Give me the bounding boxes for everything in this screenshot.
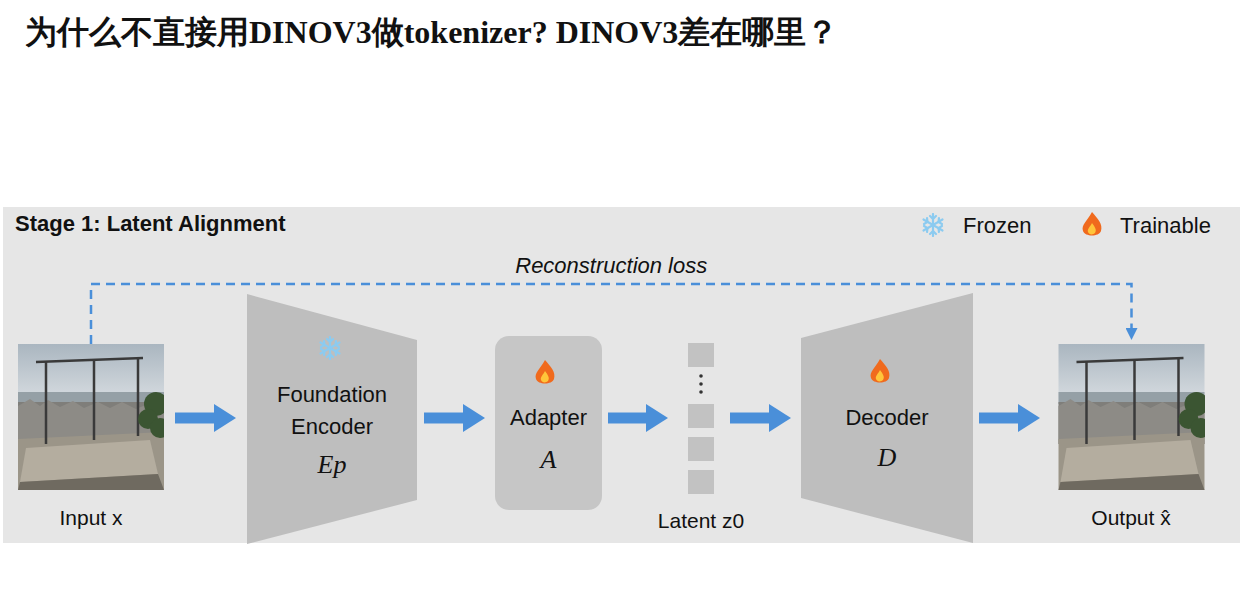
- block-name: Foundation Encoder: [267, 379, 397, 443]
- edge-label: Reconstruction loss: [411, 253, 811, 279]
- image-caption: Output x̂: [1031, 505, 1231, 531]
- block-symbol: D: [801, 444, 973, 472]
- input-photo: [18, 344, 170, 490]
- stage-panel: [3, 207, 1240, 543]
- image-caption: Input x: [0, 505, 191, 531]
- trapezoid-shape: [801, 293, 973, 543]
- encoder-trapezoid: Foundation EncoderEp: [247, 294, 417, 544]
- latent-column: Latent z0: [688, 343, 714, 494]
- output-photo: [1059, 344, 1211, 490]
- flow-arrow: [730, 413, 769, 424]
- loss-connector: [91, 284, 1132, 344]
- stage-label: Stage 1: Latent Alignment: [15, 210, 286, 238]
- block-symbol: A: [495, 446, 602, 474]
- trainable-icon: [871, 359, 890, 383]
- flow-arrow: [175, 413, 214, 424]
- latent-caption: Latent z0: [638, 508, 764, 534]
- legend-text: Trainable: [1120, 213, 1211, 239]
- block-name: Adapter: [495, 402, 602, 434]
- trainable-icon: [536, 360, 555, 384]
- block-symbol: Ep: [247, 451, 417, 479]
- frozen-icon: [924, 214, 943, 236]
- flow-arrow: [608, 413, 646, 424]
- flow-arrow: [424, 413, 463, 424]
- trainable-icon: [1083, 212, 1102, 236]
- legend-text: Frozen: [963, 213, 1031, 239]
- page-title: 为什么不直接用DINOV3做tokenizer? DINOV3差在哪里？: [25, 12, 838, 52]
- ellipsis-dots: [699, 374, 703, 394]
- output-image: Output x̂: [1058, 344, 1205, 490]
- latent-token: [688, 404, 714, 428]
- trapezoid-shape: [247, 294, 417, 544]
- decoder-trapezoid: DecoderD: [801, 293, 973, 543]
- block-name: Decoder: [801, 402, 973, 434]
- input-image: Input x: [18, 344, 164, 490]
- flow-arrow: [979, 413, 1018, 424]
- latent-token: [688, 470, 714, 494]
- adapter-box: AdapterA: [495, 336, 602, 510]
- latent-token: [688, 437, 714, 461]
- frozen-icon: [321, 337, 340, 359]
- latent-token: [688, 343, 714, 367]
- latent-tokens: [688, 343, 714, 494]
